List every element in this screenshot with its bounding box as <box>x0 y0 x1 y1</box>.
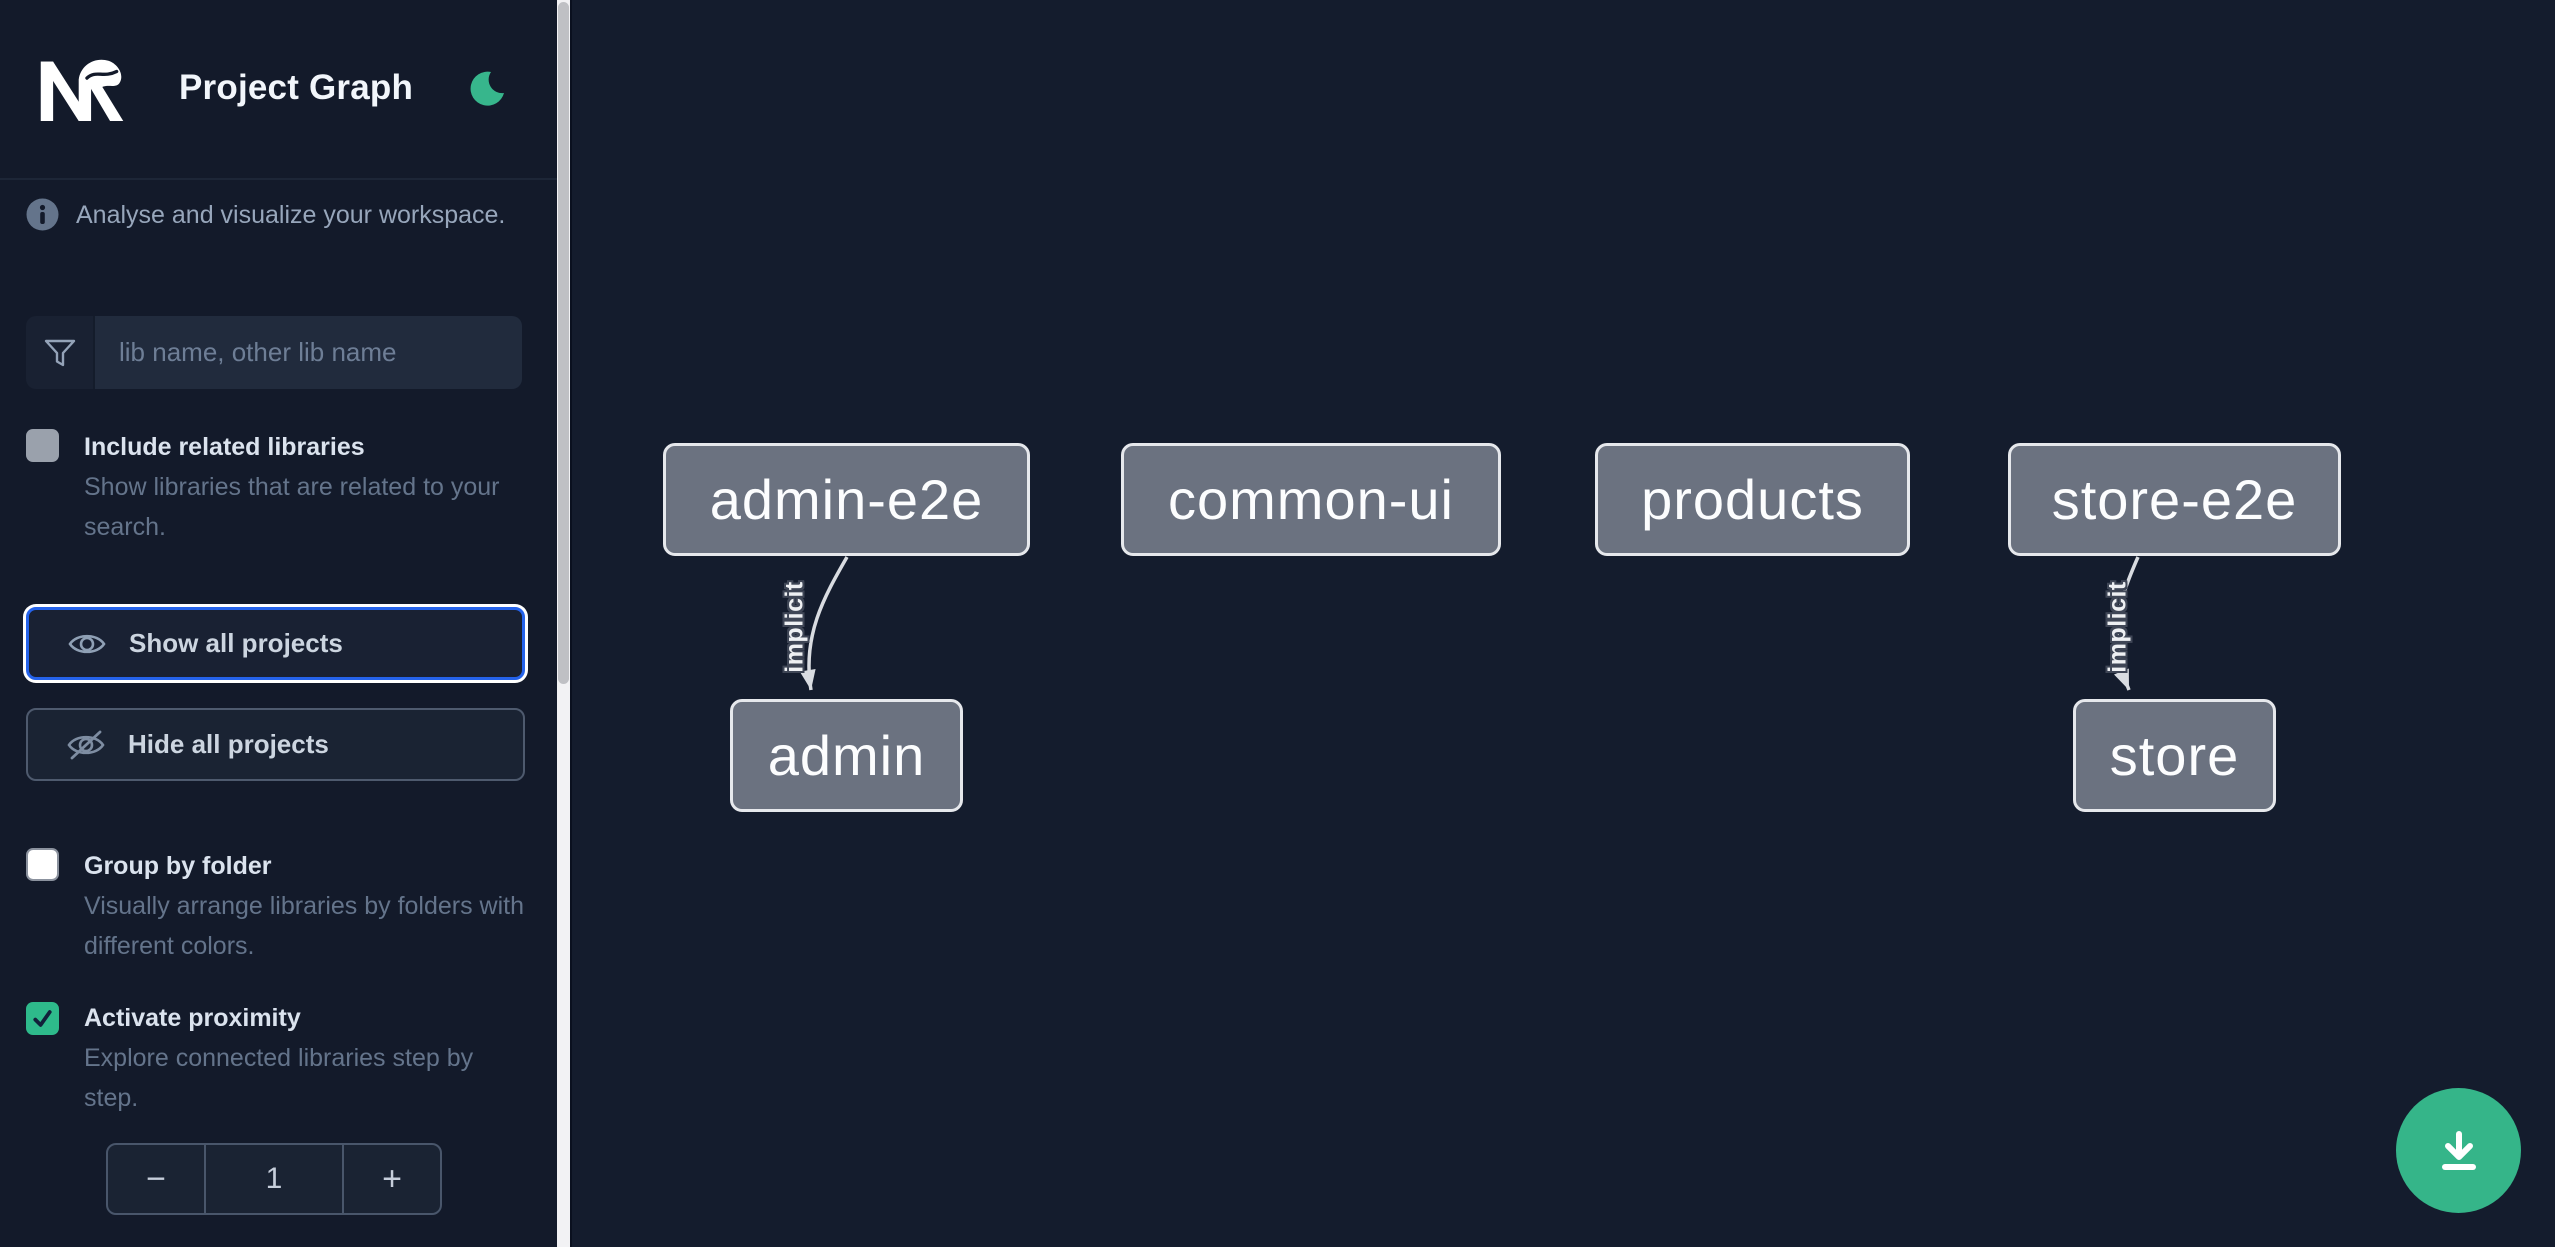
checkbox-group-by-folder[interactable] <box>26 848 59 881</box>
info-icon <box>26 198 59 231</box>
graph-canvas[interactable]: admin-e2e common-ui products store-e2e admin… <box>572 0 2555 1247</box>
toggle-label: Include related libraries <box>84 433 365 461</box>
checkbox-include-related[interactable] <box>26 429 59 462</box>
sidebar: Project Graph Analyse and visualize your… <box>0 0 557 1247</box>
sidebar-canvas-divider <box>570 0 572 1247</box>
page-title: Project Graph <box>179 68 414 107</box>
theme-toggle-button[interactable] <box>468 68 508 108</box>
download-graph-button[interactable] <box>2396 1088 2521 1213</box>
graph-edge-admin-e2e-admin <box>799 556 849 691</box>
sidebar-scrollbar-track[interactable] <box>557 0 570 1247</box>
moon-icon <box>470 71 504 106</box>
checkbox-activate-proximity[interactable] <box>26 1002 59 1035</box>
button-label: Show all projects <box>129 628 343 658</box>
edge-label-store-e2e-store: implicit <box>2103 581 2132 673</box>
workspace-info: Analyse and visualize your workspace. <box>26 198 531 238</box>
toggle-description: Explore connected libraries step by step… <box>84 1044 474 1112</box>
toggle-label: Group by folder <box>84 852 272 880</box>
show-all-projects-button[interactable]: Show all projects <box>26 607 525 680</box>
button-label: Hide all projects <box>128 729 329 759</box>
stepper-value: 1 <box>206 1145 344 1213</box>
filter-funnel-icon <box>44 339 75 366</box>
check-icon <box>33 1010 52 1027</box>
search-input[interactable] <box>95 316 522 389</box>
sidebar-scrollbar-thumb[interactable] <box>558 2 569 684</box>
graph-node-products[interactable]: products <box>1595 443 1910 556</box>
toggle-description: Visually arrange libraries by folders wi… <box>84 892 525 960</box>
search-box <box>26 316 522 389</box>
graph-node-store[interactable]: store <box>2073 699 2276 812</box>
increment-button[interactable]: + <box>344 1145 440 1213</box>
toggle-description: Show libraries that are related to your … <box>84 473 500 541</box>
proximity-depth-stepper: − 1 + <box>106 1143 442 1215</box>
hide-all-projects-button[interactable]: Hide all projects <box>26 708 525 781</box>
eye-off-icon <box>66 729 106 761</box>
graph-node-store-e2e[interactable]: store-e2e <box>2008 443 2341 556</box>
graph-edges-layer <box>799 556 2140 691</box>
eye-icon <box>67 629 107 659</box>
edge-label-admin-e2e-admin: implicit <box>780 581 809 673</box>
filter-icon-cell <box>26 316 95 389</box>
toggle-include-related-libraries: Include related libraries Show libraries… <box>26 429 531 547</box>
download-icon <box>2441 1130 2476 1170</box>
graph-node-admin[interactable]: admin <box>730 699 963 812</box>
toggle-label: Activate proximity <box>84 1004 301 1032</box>
graph-edge-store-e2e-store <box>2114 556 2140 691</box>
nx-logo <box>40 59 124 121</box>
sidebar-header: Project Graph <box>0 0 557 180</box>
graph-node-admin-e2e[interactable]: admin-e2e <box>663 443 1030 556</box>
toggle-activate-proximity: Activate proximity Explore connected lib… <box>26 1000 531 1118</box>
decrement-button[interactable]: − <box>108 1145 206 1213</box>
toggle-group-by-folder: Group by folder Visually arrange librari… <box>26 848 531 966</box>
info-text: Analyse and visualize your workspace. <box>76 201 506 229</box>
graph-node-common-ui[interactable]: common-ui <box>1121 443 1501 556</box>
